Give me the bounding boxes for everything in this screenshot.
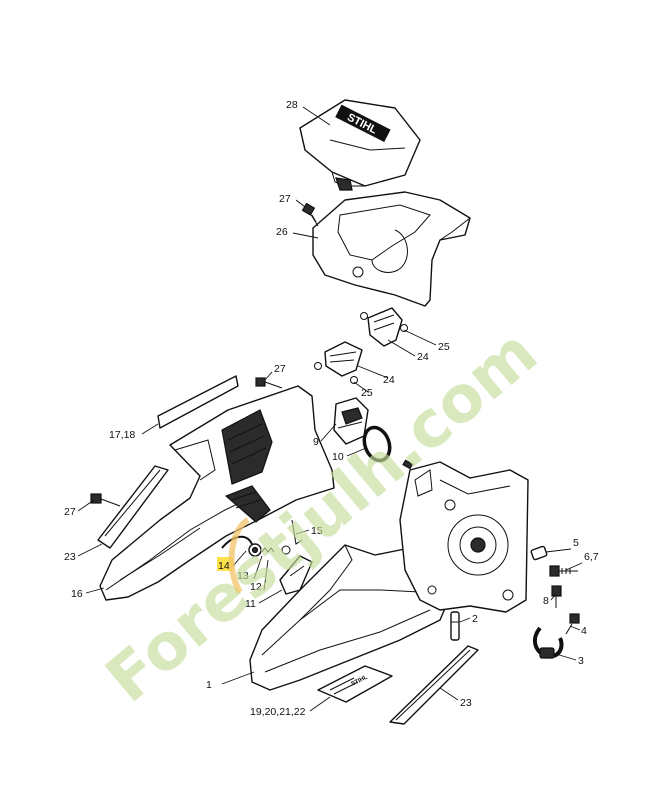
part-17-18-strip bbox=[157, 375, 239, 429]
part-3-hose-fitting bbox=[532, 626, 564, 659]
leader-lines bbox=[77, 106, 583, 712]
part-27-screw-middle bbox=[255, 377, 283, 389]
part-26-handle-housing bbox=[312, 191, 471, 307]
callout-24-upper: 24 bbox=[417, 351, 429, 363]
callout-26: 26 bbox=[276, 226, 288, 238]
stihl-logo-plate bbox=[335, 104, 391, 143]
callout-6-7: 6,7 bbox=[584, 551, 599, 563]
part-11-latch bbox=[279, 555, 313, 595]
callout-24-lower: 24 bbox=[383, 374, 395, 386]
callout-13: 13 bbox=[237, 570, 249, 582]
part-28-top-cover: STIHL bbox=[299, 99, 421, 191]
part-9-switch bbox=[333, 397, 369, 445]
part-4-screw bbox=[565, 613, 580, 635]
part-2-pin bbox=[450, 611, 460, 641]
callout-27-top: 27 bbox=[279, 193, 291, 205]
part-23-left-strip bbox=[97, 465, 169, 549]
part-15-spring-wire bbox=[281, 519, 303, 555]
part-19-22-label-plate: STIHL bbox=[317, 665, 393, 703]
part-6-7-bolt bbox=[549, 565, 578, 577]
callout-8: 8 bbox=[543, 595, 549, 607]
part-13-trigger bbox=[248, 543, 262, 557]
part-25-spring-lower bbox=[314, 362, 358, 384]
part-23-right-strip bbox=[389, 645, 479, 725]
callout-19-22: 19,20,21,22 bbox=[250, 706, 306, 718]
callout-27-left: 27 bbox=[64, 506, 76, 518]
part-motor-housing bbox=[399, 461, 529, 613]
part-14-lever bbox=[221, 535, 253, 549]
callout-10: 10 bbox=[332, 451, 344, 463]
part-25-spring-upper bbox=[360, 312, 408, 332]
callout-1: 1 bbox=[206, 679, 212, 691]
part-27-screw-top bbox=[301, 202, 319, 227]
callout-11: 11 bbox=[245, 598, 256, 610]
callout-17-18: 17,18 bbox=[109, 429, 135, 441]
callout-9: 9 bbox=[313, 436, 319, 448]
callout-12: 12 bbox=[250, 581, 262, 593]
callout-3: 3 bbox=[578, 655, 584, 667]
callout-4: 4 bbox=[581, 625, 587, 637]
callout-labels: 28 27 26 25 24 27 24 25 17,18 9 10 27 15… bbox=[64, 99, 599, 718]
callout-5: 5 bbox=[573, 537, 579, 549]
part-8-bolt bbox=[551, 585, 562, 608]
callout-16: 16 bbox=[71, 588, 83, 600]
part-27-screw-left bbox=[90, 493, 121, 507]
callout-23-right: 23 bbox=[460, 697, 472, 709]
callout-15: 15 bbox=[311, 525, 323, 537]
callout-23-left: 23 bbox=[64, 551, 76, 563]
callout-25-lower: 25 bbox=[361, 387, 373, 399]
part-5-sleeve bbox=[530, 545, 548, 561]
dowel-pin-icon bbox=[402, 459, 414, 470]
part-16-housing-shell bbox=[99, 385, 335, 601]
callout-14: 14 bbox=[218, 560, 230, 572]
callout-25-upper: 25 bbox=[438, 341, 450, 353]
callout-28: 28 bbox=[286, 99, 298, 111]
part-24-clip-upper bbox=[367, 307, 403, 347]
callout-27-middle: 27 bbox=[274, 363, 286, 375]
part-24-clip-lower bbox=[324, 341, 363, 377]
callout-2: 2 bbox=[472, 613, 478, 625]
part-12-spring bbox=[261, 547, 275, 553]
